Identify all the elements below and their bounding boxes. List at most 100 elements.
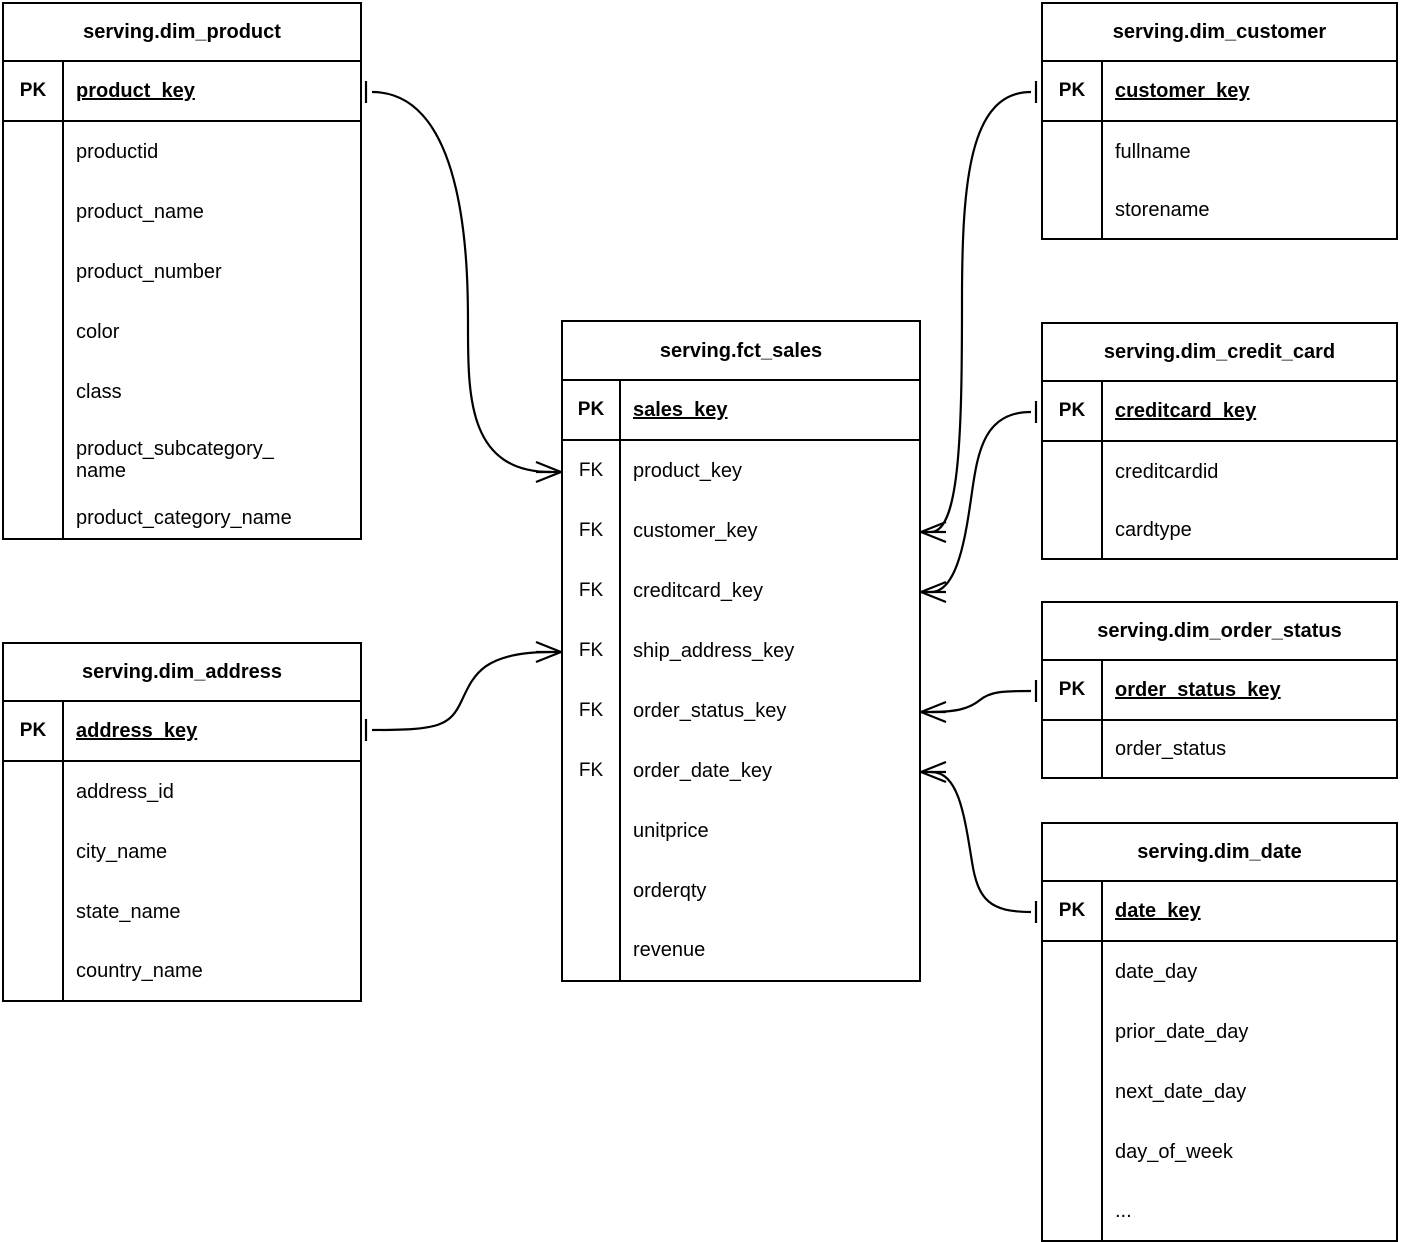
- fk-row-order-status-key[interactable]: FK order_status_key: [563, 681, 919, 741]
- attribute-row: product_category_name: [76, 506, 292, 529]
- measure-keycol: [563, 801, 621, 861]
- attributes-dim-order-status: order_status: [1043, 721, 1396, 777]
- fk-badge: FK: [563, 741, 621, 801]
- entity-fct-sales[interactable]: serving.fct_sales PK sales_key FK produc…: [561, 320, 921, 982]
- attribute-row: product_number: [76, 260, 222, 283]
- attr-list-dim-order-status: order_status: [1103, 721, 1396, 777]
- entity-dim-order-status[interactable]: serving.dim_order_status PK order_status…: [1041, 601, 1398, 779]
- measure-keycol: [563, 921, 621, 980]
- fk-badge: FK: [563, 681, 621, 741]
- pk-badge-fct-sales: PK: [563, 381, 621, 439]
- attr-keycol-dim-credit-card: [1043, 442, 1103, 558]
- pk-row-dim-date[interactable]: PK date_key: [1043, 882, 1396, 942]
- pk-field-dim-order-status-order-status-key: order_status_key: [1115, 678, 1281, 701]
- fk-row-order-date-key[interactable]: FK order_date_key: [563, 741, 919, 801]
- crowfoot-customer-a: [920, 520, 947, 534]
- entity-dim-credit-card[interactable]: serving.dim_credit_card PK creditcard_ke…: [1041, 322, 1398, 560]
- crowfoot-product-a: [535, 460, 562, 474]
- fk-row-product-key[interactable]: FK product_key: [563, 441, 919, 501]
- attr-keycol-dim-order-status: [1043, 721, 1103, 777]
- attribute-row: color: [76, 320, 120, 343]
- measure-row-orderqty: orderqty: [563, 861, 919, 921]
- entity-title-dim-address: serving.dim_address: [4, 644, 360, 702]
- attribute-row: day_of_week: [1115, 1140, 1233, 1163]
- entity-dim-customer[interactable]: serving.dim_customer PK customer_key ful…: [1041, 2, 1398, 240]
- crowfoot-customer-c: [920, 530, 947, 544]
- entity-title-dim-product: serving.dim_product: [4, 4, 360, 62]
- entity-dim-date[interactable]: serving.dim_date PK date_key date_day pr…: [1041, 822, 1398, 1242]
- crowfoot-address-c: [535, 650, 562, 664]
- crowfoot-product-c: [535, 470, 562, 484]
- entity-title-dim-credit-card: serving.dim_credit_card: [1043, 324, 1396, 382]
- attr-list-dim-address: address_id city_name state_name country_…: [64, 762, 360, 1000]
- entity-title-fct-sales: serving.fct_sales: [563, 322, 919, 381]
- crowfoot-date-a: [920, 760, 947, 774]
- pk-row-dim-order-status[interactable]: PK order_status_key: [1043, 661, 1396, 721]
- attributes-dim-customer: fullname storename: [1043, 122, 1396, 238]
- fk-badge: FK: [563, 501, 621, 561]
- fk-row-customer-key[interactable]: FK customer_key: [563, 501, 919, 561]
- crowfoot-credit-card-a: [920, 580, 947, 594]
- attribute-row: next_date_day: [1115, 1080, 1247, 1103]
- attribute-row: date_day: [1115, 960, 1198, 983]
- attributes-dim-address: address_id city_name state_name country_…: [4, 762, 360, 1000]
- attr-list-dim-product: productid product_name product_number co…: [64, 122, 360, 538]
- pk-row-dim-product[interactable]: PK product_key: [4, 62, 360, 122]
- pk-field-dim-address-address-key: address_key: [76, 719, 198, 742]
- fk-field-order-date-key: order_date_key: [633, 759, 772, 782]
- measure-field-unitprice: unitprice: [633, 819, 709, 842]
- attribute-row: address_id: [76, 780, 174, 803]
- pk-row-dim-customer[interactable]: PK customer_key: [1043, 62, 1396, 122]
- entity-dim-product[interactable]: serving.dim_product PK product_key produ…: [2, 2, 362, 540]
- attribute-row: order_status: [1115, 737, 1227, 760]
- crowfoot-date-c: [920, 770, 947, 784]
- fk-field-creditcard-key: creditcard_key: [633, 579, 764, 602]
- crowfoot-address-a: [535, 640, 562, 654]
- attr-keycol-dim-customer: [1043, 122, 1103, 238]
- measure-keycol: [563, 861, 621, 921]
- pk-field-fct-sales-sales-key: sales_key: [633, 398, 728, 421]
- attribute-row: class: [76, 380, 122, 403]
- attribute-row: ...: [1115, 1199, 1132, 1222]
- attr-list-dim-credit-card: creditcardid cardtype: [1103, 442, 1396, 558]
- fk-field-ship-address-key: ship_address_key: [633, 639, 795, 662]
- measure-row-unitprice: unitprice: [563, 801, 919, 861]
- crowfoot-order-status-c: [920, 710, 947, 724]
- attr-keycol-dim-product: [4, 122, 64, 538]
- relationship-date-to-sales: [920, 760, 1038, 923]
- relationship-credit-card-to-sales: [920, 401, 1038, 604]
- pk-badge-dim-address: PK: [4, 702, 64, 760]
- attribute-row: product_subcategory_ name: [76, 437, 274, 482]
- attr-keycol-dim-address: [4, 762, 64, 1000]
- entity-dim-address[interactable]: serving.dim_address PK address_key addre…: [2, 642, 362, 1002]
- crowfoot-order-status-a: [920, 700, 947, 714]
- entity-title-dim-date: serving.dim_date: [1043, 824, 1396, 882]
- attribute-row: prior_date_day: [1115, 1020, 1249, 1043]
- attr-keycol-dim-date: [1043, 942, 1103, 1240]
- attribute-row: city_name: [76, 840, 168, 863]
- fk-badge: FK: [563, 621, 621, 681]
- pk-row-fct-sales[interactable]: PK sales_key: [563, 381, 919, 441]
- entity-title-dim-order-status: serving.dim_order_status: [1043, 603, 1396, 661]
- relationship-address-to-sales: [364, 640, 562, 741]
- pk-row-dim-credit-card[interactable]: PK creditcard_key: [1043, 382, 1396, 442]
- fk-row-creditcard-key[interactable]: FK creditcard_key: [563, 561, 919, 621]
- fk-field-product-key: product_key: [633, 459, 742, 482]
- attr-list-dim-date: date_day prior_date_day next_date_day da…: [1103, 942, 1396, 1240]
- measure-row-revenue: revenue: [563, 921, 919, 980]
- pk-field-dim-customer-customer-key: customer_key: [1115, 79, 1250, 102]
- pk-badge-dim-credit-card: PK: [1043, 382, 1103, 440]
- pk-field-dim-date-date-key: date_key: [1115, 899, 1201, 922]
- entity-title-dim-customer: serving.dim_customer: [1043, 4, 1396, 62]
- relationship-customer-to-sales: [920, 81, 1038, 544]
- fk-row-ship-address-key[interactable]: FK ship_address_key: [563, 621, 919, 681]
- measure-field-revenue: revenue: [633, 939, 706, 962]
- attributes-dim-product: productid product_name product_number co…: [4, 122, 360, 538]
- attribute-row: creditcardid: [1115, 460, 1219, 483]
- pk-badge-dim-product: PK: [4, 62, 64, 120]
- attribute-row: state_name: [76, 900, 181, 923]
- pk-row-dim-address[interactable]: PK address_key: [4, 702, 360, 762]
- crowfoot-credit-card-c: [920, 590, 947, 604]
- relationship-order-status-to-sales: [920, 680, 1038, 724]
